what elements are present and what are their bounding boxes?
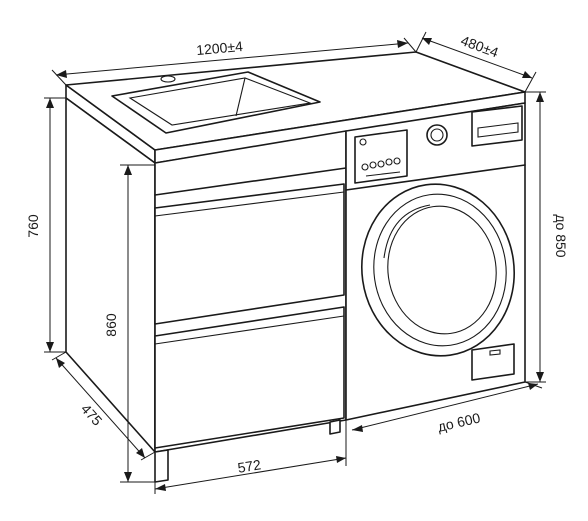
dim-label-height-total: 860 — [103, 313, 119, 337]
dimension-line — [351, 383, 539, 431]
button-icon — [393, 157, 401, 165]
dim-height-total: 860 — [103, 164, 155, 483]
button-icon — [359, 138, 367, 146]
button-icon — [361, 163, 369, 171]
arrow-head — [136, 448, 145, 458]
dim-washer-height: до 850 — [525, 91, 569, 383]
detergent-drawer-handle — [477, 122, 519, 138]
indicator-line — [365, 171, 401, 177]
dim-label-width-cabinet: 572 — [236, 456, 262, 475]
arrow-head — [528, 383, 538, 390]
washer-buttons — [359, 138, 401, 177]
extension-line — [415, 31, 427, 53]
arrow-head — [155, 484, 166, 491]
dim-label-width-top: 1200±4 — [196, 38, 244, 58]
arrow-head — [56, 358, 65, 368]
arrow-head — [422, 38, 432, 45]
lower-drawer — [154, 306, 345, 449]
extension-line — [51, 69, 67, 86]
upper-drawer-handle — [154, 191, 345, 217]
arrow-head — [56, 70, 67, 78]
extension-line — [403, 37, 417, 53]
dim-height-cabinet: 760 — [25, 97, 66, 353]
program-dial-inner — [430, 128, 444, 142]
extension-line — [140, 451, 156, 461]
button-icon — [377, 160, 385, 168]
dim-label-depth-top: 480±4 — [459, 32, 501, 60]
arrow-head — [536, 372, 544, 382]
arrow-head — [336, 456, 346, 463]
dimension-line — [55, 42, 409, 76]
sink-bowl — [128, 77, 313, 126]
sink-corner-line — [235, 77, 246, 117]
dimension-line — [421, 37, 533, 79]
filter-access-hatch — [471, 343, 515, 381]
door-ring — [373, 193, 507, 347]
washer-display-panel — [354, 129, 408, 184]
cabinet-leg-front — [154, 449, 169, 483]
button-icon — [369, 161, 377, 169]
dim-label-washer-height: до 850 — [553, 214, 569, 257]
button-icon — [385, 158, 393, 166]
arrow-head — [46, 98, 54, 108]
dim-label-washer-width: до 600 — [436, 409, 482, 434]
arrow-head — [352, 425, 363, 432]
extension-line — [51, 351, 67, 361]
dim-top-width: 1200±4 — [51, 37, 417, 86]
dimension-line — [154, 457, 347, 490]
arrow-head — [536, 92, 544, 102]
filter-hatch-latch — [489, 349, 501, 356]
cabinet-body — [65, 97, 347, 483]
upper-drawer — [154, 183, 345, 325]
arrow-head — [124, 472, 132, 482]
dimension-line — [55, 357, 146, 459]
lower-drawer-handle — [154, 315, 345, 345]
washing-machine — [345, 102, 526, 421]
washer-control-divider — [345, 164, 526, 191]
door-glass — [387, 205, 497, 335]
dim-label-height-cabinet: 760 — [25, 214, 41, 238]
dim-label-depth-side: 475 — [78, 401, 106, 429]
program-dial-knob — [426, 124, 448, 146]
arrow-head — [397, 40, 408, 48]
extension-line — [524, 71, 537, 93]
top-rail — [154, 167, 347, 196]
faucet-hole — [160, 75, 176, 83]
arrow-head — [522, 71, 532, 78]
arrow-head — [124, 165, 132, 175]
door-outer-ring — [360, 183, 516, 357]
door-reflection — [383, 204, 431, 259]
washer-door — [360, 183, 516, 357]
sink-basin — [111, 71, 321, 134]
cabinet-leg-rear — [329, 419, 341, 435]
arrow-head — [46, 342, 54, 352]
